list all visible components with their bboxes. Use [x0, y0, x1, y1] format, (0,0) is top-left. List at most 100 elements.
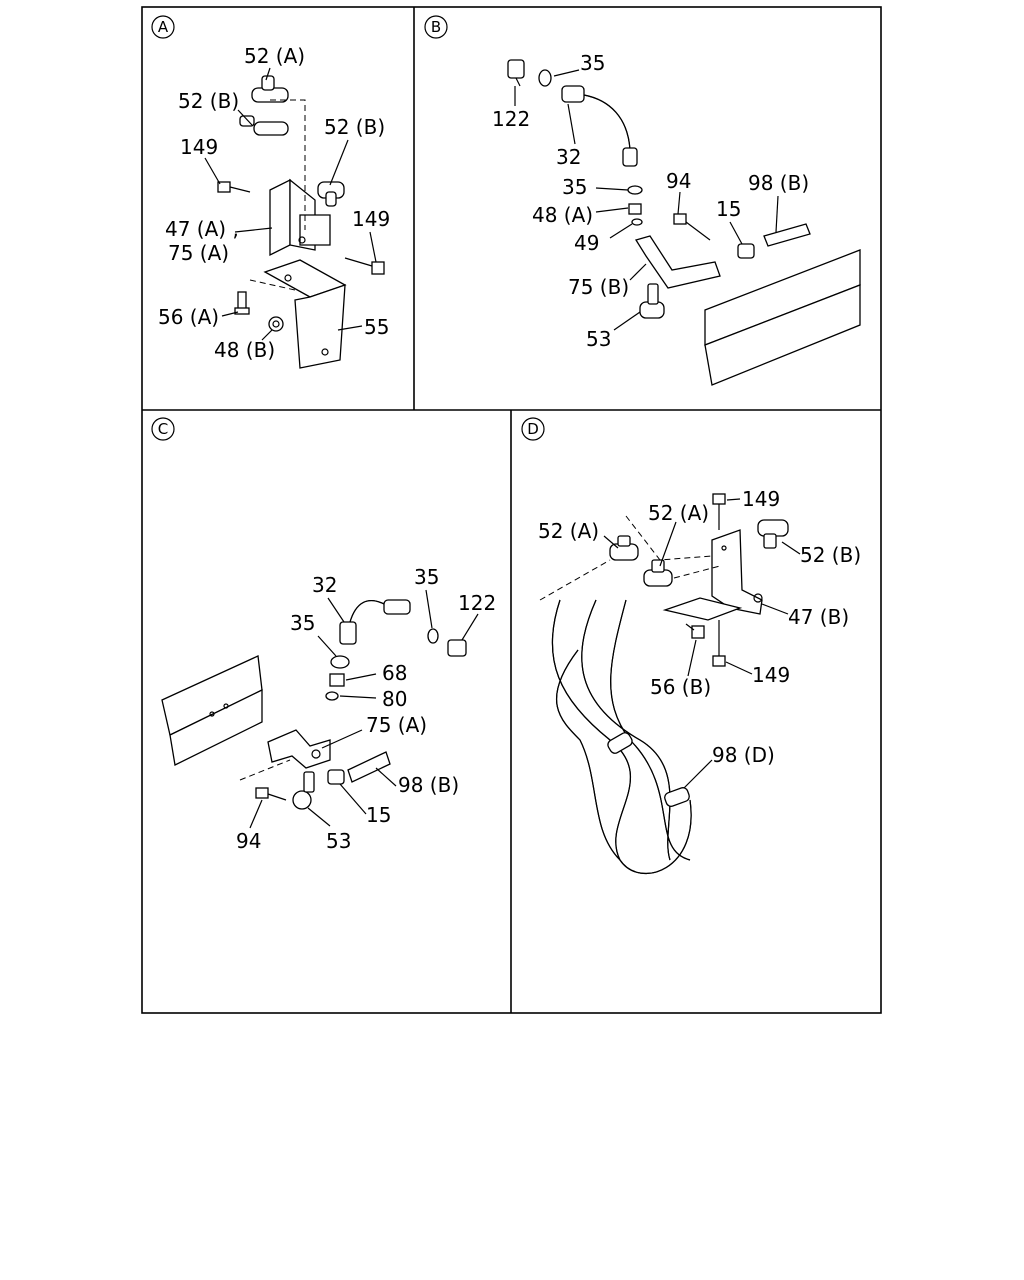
nut-68 — [329, 673, 345, 687]
bolt-56a — [234, 291, 250, 315]
panel-b-letter: B — [431, 18, 441, 36]
panel-a-letter: A — [158, 18, 169, 36]
leader — [775, 195, 779, 233]
callout-label: 94 — [666, 169, 691, 193]
callout-label: 122 — [492, 107, 530, 131]
lock-washer-49 — [631, 218, 643, 226]
tube-98b — [763, 223, 811, 247]
callout-label: 94 — [236, 829, 261, 853]
guide-line — [539, 559, 611, 601]
leader — [327, 597, 345, 623]
callout-label: 149 — [752, 663, 790, 687]
hose-bundle-98d — [551, 599, 692, 875]
bracket-47a — [269, 178, 331, 257]
callout-label: 53 — [326, 829, 351, 853]
bracket-75b — [634, 235, 721, 289]
leader — [339, 695, 377, 699]
callout-label: 35 — [580, 51, 605, 75]
leader — [595, 187, 629, 191]
nut-15 — [737, 243, 755, 259]
hose-32 — [561, 85, 638, 167]
bracket-75a — [267, 729, 331, 769]
bolt-94 — [255, 787, 287, 801]
callout-label: 98 (B) — [398, 773, 459, 797]
bolt-149-right — [344, 257, 385, 275]
callout-label: 55 — [364, 315, 389, 339]
bracket-55 — [263, 259, 347, 369]
callout-label: 75 (B) — [568, 275, 629, 299]
leader — [321, 729, 363, 749]
leader — [595, 207, 629, 213]
panel-d-marker: D — [521, 417, 545, 441]
nut-48b — [268, 316, 284, 332]
panel-d: D — [521, 417, 861, 875]
leader — [726, 498, 741, 501]
callout-label: 56 (A) — [158, 305, 219, 329]
guide-line — [270, 99, 306, 230]
leader — [725, 661, 753, 675]
callout-label: 52 (A) — [648, 501, 709, 525]
leader — [261, 329, 273, 341]
callout-label: 149 — [742, 487, 780, 511]
callout-label: 149 — [352, 207, 390, 231]
callout-label: 80 — [382, 687, 407, 711]
leader — [609, 223, 633, 239]
tee-fitting-52b — [757, 519, 789, 549]
union-122 — [447, 639, 467, 657]
panel-a: A — [151, 15, 390, 369]
callout-label: 15 — [366, 803, 391, 827]
guide-line — [239, 759, 291, 781]
callout-label: 48 (B) — [214, 338, 275, 362]
panel-c-letter: C — [158, 420, 168, 438]
leader — [761, 603, 789, 615]
callout-label: 52 (A) — [244, 44, 305, 68]
leader — [677, 191, 681, 215]
leader — [337, 325, 363, 331]
leader — [781, 541, 801, 555]
callout-label: 149 — [180, 135, 218, 159]
callout-label: 122 — [458, 591, 496, 615]
callout-label: 56 (B) — [650, 675, 711, 699]
tube-98b — [347, 751, 391, 783]
callout-label: 47 (B) — [788, 605, 849, 629]
guide-line — [625, 515, 713, 561]
leader — [345, 673, 377, 681]
leader — [369, 231, 377, 263]
leader — [221, 311, 239, 317]
tee-fitting-52b-right — [317, 181, 345, 207]
leader — [425, 589, 433, 629]
callout-label: 52 (A) — [538, 519, 599, 543]
bolt-149-top — [712, 493, 726, 530]
leader — [234, 227, 273, 233]
frame-rail-c — [161, 655, 263, 766]
callout-label: 49 — [574, 231, 599, 255]
callout-label: 68 — [382, 661, 407, 685]
washer-35-left — [330, 655, 350, 669]
hose-32 — [339, 599, 411, 645]
nut-15 — [327, 769, 345, 785]
bracket-47b — [662, 529, 763, 621]
leader — [307, 807, 331, 827]
leader — [375, 767, 397, 787]
leader — [603, 535, 619, 549]
panel-d-letter: D — [527, 420, 539, 438]
panel-c-marker: C — [151, 417, 175, 441]
callout-label: 75 (A) — [168, 241, 229, 265]
tee-fitting-52b-upper — [239, 115, 289, 136]
callout-label: 53 — [586, 327, 611, 351]
lock-washer-80 — [325, 691, 339, 701]
leader — [567, 103, 576, 145]
elbow-53 — [639, 283, 665, 319]
leader — [553, 69, 580, 77]
leader — [329, 139, 349, 186]
callout-label: 52 (B) — [324, 115, 385, 139]
callout-label: 32 — [312, 573, 337, 597]
leader — [659, 521, 677, 567]
panel-c: C — [151, 417, 496, 853]
bolt-149-left — [217, 181, 251, 193]
leader — [339, 783, 367, 815]
callout-label: 35 — [290, 611, 315, 635]
callout-label: 35 — [562, 175, 587, 199]
leader — [237, 109, 253, 126]
